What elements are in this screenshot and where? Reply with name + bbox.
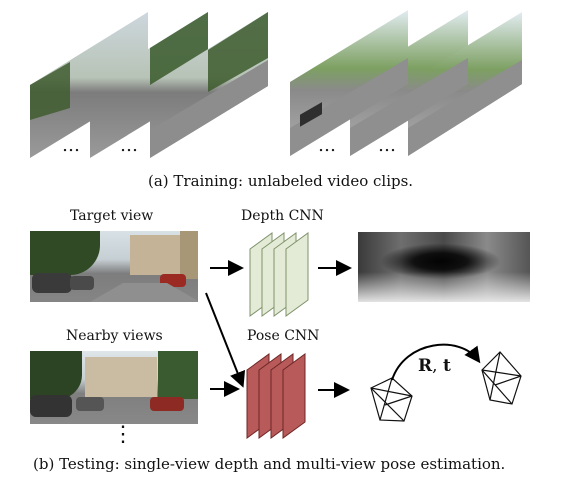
training-frame-trees xyxy=(150,12,208,90)
depth-cnn-label: Depth CNN xyxy=(241,208,324,224)
nearby-views-label: Nearby views xyxy=(66,328,163,344)
target-view-photo xyxy=(30,231,198,302)
testing-caption: (b) Testing: single-view depth and multi… xyxy=(33,455,506,473)
pose-cnn-block xyxy=(246,353,306,439)
diagonal-arrow-icon xyxy=(205,292,246,388)
training-frame-road xyxy=(350,58,468,156)
ellipsis-icon: … xyxy=(378,135,396,156)
training-frame-trees xyxy=(208,12,268,92)
ellipsis-icon: … xyxy=(318,135,336,156)
pose-cnn-layer xyxy=(282,353,306,439)
depth-map-output xyxy=(358,232,530,302)
pose-cnn-label: Pose CNN xyxy=(247,328,320,344)
rotation-translation-label: R, t xyxy=(418,356,451,376)
training-caption: (a) Training: unlabeled video clips. xyxy=(148,172,414,190)
depth-cnn-layer xyxy=(285,232,309,317)
training-frame-road xyxy=(408,60,522,156)
car-shape xyxy=(300,102,322,127)
ellipsis-icon: … xyxy=(62,135,80,156)
camera-frustum-source xyxy=(370,377,413,422)
comma-separator: , xyxy=(432,356,438,376)
training-frame-road xyxy=(290,58,408,156)
translation-symbol: t xyxy=(442,356,451,376)
training-frame-trees xyxy=(30,62,70,120)
ellipsis-icon: … xyxy=(120,135,138,156)
training-clip-left xyxy=(30,12,268,158)
training-frame-road xyxy=(150,60,268,158)
training-frame xyxy=(30,12,148,158)
nearby-view-photo xyxy=(30,351,198,424)
vertical-ellipsis-icon: ⋮ xyxy=(112,422,134,447)
depth-cnn-block xyxy=(249,232,309,317)
rotation-symbol: R xyxy=(418,356,433,376)
training-clip-right xyxy=(290,10,522,156)
transform-arc-arrow xyxy=(391,343,481,381)
camera-frustum-target xyxy=(481,351,522,405)
target-view-label: Target view xyxy=(70,208,154,224)
